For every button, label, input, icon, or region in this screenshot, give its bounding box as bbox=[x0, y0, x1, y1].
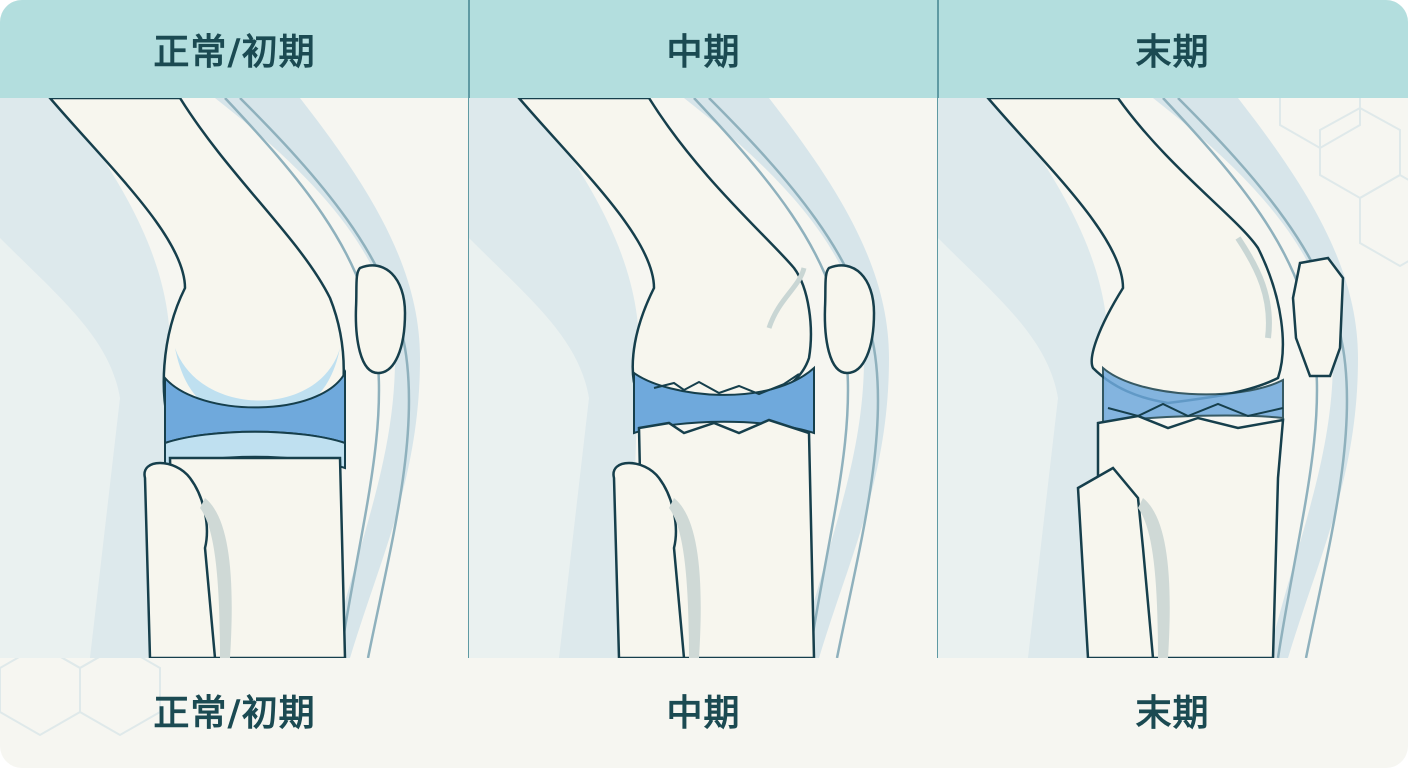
stage-footer-middle: 中期 bbox=[666, 693, 741, 734]
stage-header-normal: 正常/初期 bbox=[153, 32, 316, 73]
stage-header-late: 末期 bbox=[1135, 32, 1210, 73]
knee-diagram-middle bbox=[469, 98, 889, 658]
stage-footer-normal: 正常/初期 bbox=[153, 693, 316, 734]
knee-diagram-normal bbox=[0, 98, 420, 658]
stage-header-middle: 中期 bbox=[666, 32, 741, 73]
panel-divider-1 bbox=[468, 0, 470, 658]
knee-diagram-late bbox=[938, 98, 1358, 658]
panel-divider-2 bbox=[937, 0, 939, 658]
stage-footer-late: 末期 bbox=[1135, 693, 1210, 734]
header-bar bbox=[0, 0, 1408, 98]
